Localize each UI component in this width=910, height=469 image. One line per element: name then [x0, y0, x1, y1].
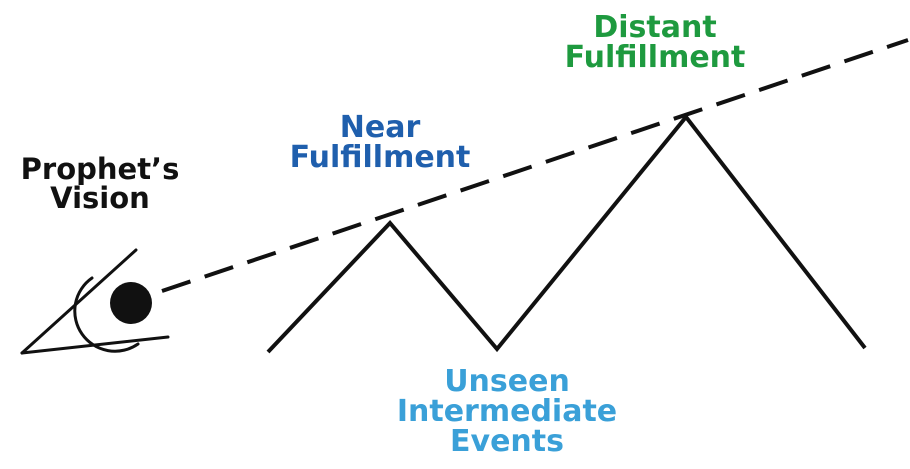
fulfillment-peaks	[266, 113, 867, 354]
unseen-events-line2: Intermediate	[396, 394, 618, 429]
distant-fulfillment-line1: Distant	[593, 10, 717, 45]
near-fulfillment-line2: Fulfillment	[289, 140, 471, 175]
unseen-events-line1: Unseen	[444, 364, 570, 399]
eye-outline	[73, 276, 140, 353]
prophets-vision-line2: Vision	[50, 181, 150, 215]
near-fulfillment-label: Near Fulfillment	[270, 113, 490, 173]
distant-fulfillment-line2: Fulfillment	[564, 40, 746, 75]
eye-upper-lid	[20, 248, 138, 355]
eye-icon	[20, 248, 170, 355]
distant-fulfillment-label: Distant Fulfillment	[535, 13, 775, 73]
prophets-vision-label: Prophet’s Vision	[4, 155, 196, 213]
unseen-events-line3: Events	[450, 424, 564, 459]
prophets-vision-line1: Prophet’s	[20, 152, 180, 186]
unseen-events-label: Unseen Intermediate Events	[372, 367, 642, 457]
near-fulfillment-line1: Near	[339, 110, 421, 145]
line-of-sight	[161, 38, 909, 293]
eye-pupil	[110, 282, 152, 324]
